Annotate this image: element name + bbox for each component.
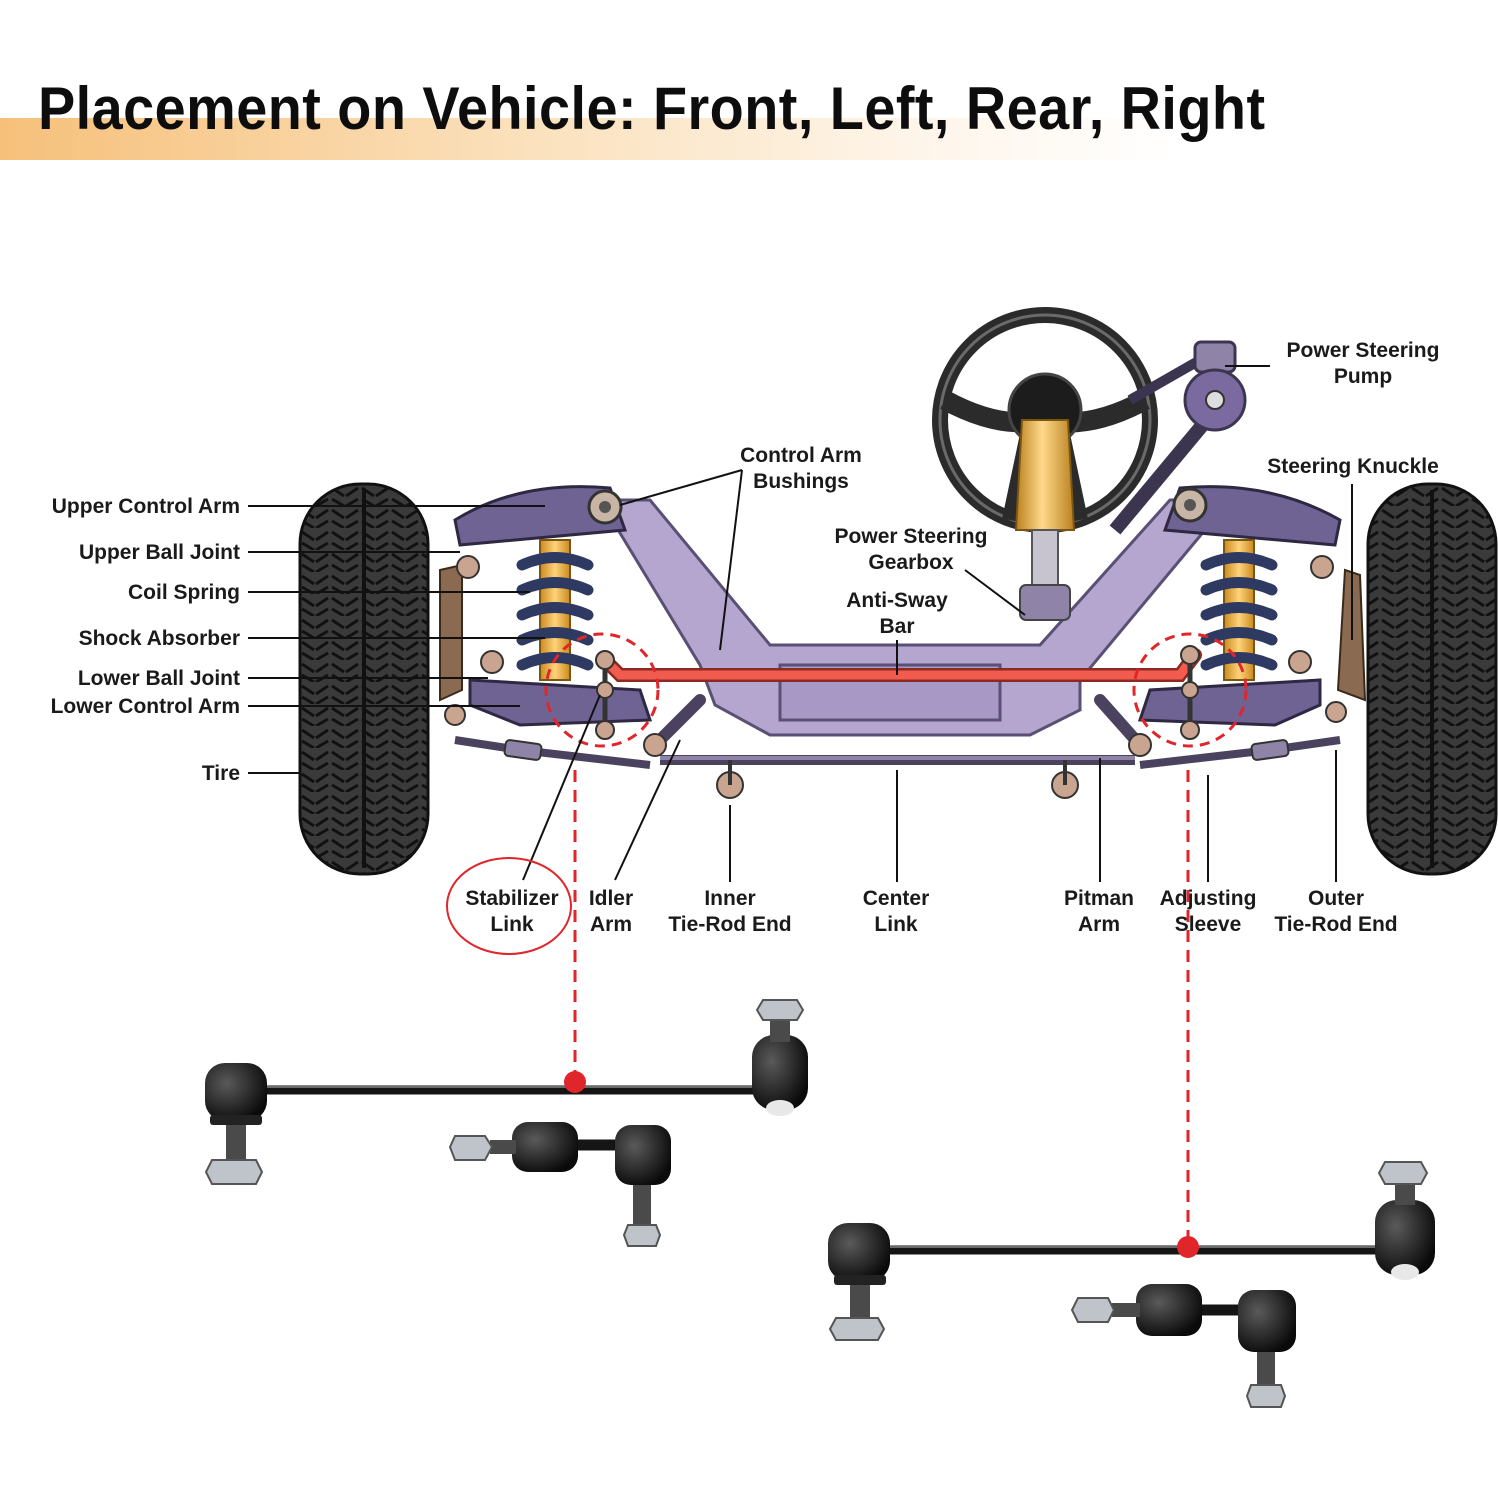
label-power-steering-pump-line1: Power Steering xyxy=(1287,339,1440,362)
long-stabilizer-link-product-left xyxy=(204,999,808,1185)
stabilizer-link-right xyxy=(1180,645,1200,740)
pitman-arm xyxy=(1094,694,1152,757)
adjusting-sleeve-right xyxy=(1250,739,1290,761)
label-stabilizer-link-line2: Link xyxy=(490,913,533,936)
right-coil-spring xyxy=(1200,552,1278,671)
label-inner-tie-rod-end-line1: Inner xyxy=(704,887,755,910)
inner-tie-rod-end-right xyxy=(1051,760,1079,799)
label-coil-spring: Coil Spring xyxy=(128,581,240,604)
label-lower-control-arm: Lower Control Arm xyxy=(51,695,240,718)
steering-column xyxy=(1014,419,1076,621)
page-title: Placement on Vehicle: Front, Left, Rear,… xyxy=(38,75,1266,142)
upper-control-arm-left xyxy=(453,485,628,547)
label-pitman-arm-line1: Pitman xyxy=(1064,887,1134,910)
label-power-steering-gearbox-line1: Power Steering xyxy=(835,525,988,548)
short-stabilizer-link-product-right xyxy=(1070,1284,1296,1408)
idler-arm xyxy=(643,694,706,757)
power-steering-pump xyxy=(1109,340,1247,535)
label-idler-arm-line2: Arm xyxy=(590,913,632,936)
label-upper-ball-joint: Upper Ball Joint xyxy=(79,541,240,564)
callout-pointers xyxy=(248,365,1353,882)
label-power-steering-gearbox-line2: Gearbox xyxy=(868,551,954,574)
outer-tie-rod-end-left xyxy=(444,704,466,726)
long-stabilizer-link-product-right xyxy=(828,1161,1435,1341)
label-center-link-line1: Center xyxy=(863,887,930,910)
stabilizer-link-label-circle xyxy=(446,857,572,955)
label-center-link-line2: Link xyxy=(874,913,917,936)
inner-tie-rod-end-left xyxy=(716,760,744,799)
left-coil-spring xyxy=(516,552,594,671)
highlight-circle-left xyxy=(544,632,660,748)
stabilizer-link-left xyxy=(595,650,615,740)
label-idler-arm-line1: Idler xyxy=(589,887,633,910)
highlight-circle-right xyxy=(1132,632,1248,748)
red-dot-right xyxy=(1177,1236,1199,1258)
right-tire xyxy=(1366,482,1498,876)
label-outer-tie-rod-end-line2: Tie-Rod End xyxy=(1274,913,1397,936)
left-steering-knuckle xyxy=(439,563,463,702)
label-stabilizer-link-line1: Stabilizer xyxy=(465,887,558,910)
label-inner-tie-rod-end-line2: Tie-Rod End xyxy=(668,913,791,936)
title-highlight-band xyxy=(0,118,1180,160)
label-anti-sway-bar-line1: Anti-Sway xyxy=(846,589,948,612)
label-upper-control-arm: Upper Control Arm xyxy=(52,495,240,518)
short-stabilizer-link-product-left xyxy=(448,1122,671,1247)
label-control-arm-bushings-line2: Bushings xyxy=(753,470,849,493)
label-adjusting-sleeve-line1: Adjusting xyxy=(1160,887,1257,910)
label-lower-ball-joint: Lower Ball Joint xyxy=(78,667,240,690)
label-tire: Tire xyxy=(202,762,240,785)
label-adjusting-sleeve-line2: Sleeve xyxy=(1175,913,1242,936)
label-steering-knuckle: Steering Knuckle xyxy=(1267,455,1439,478)
label-power-steering-pump-line2: Pump xyxy=(1334,365,1392,388)
outer-tie-rod-end-right xyxy=(1325,701,1347,723)
label-pitman-arm-line2: Arm xyxy=(1078,913,1120,936)
label-control-arm-bushings-line1: Control Arm xyxy=(740,444,862,467)
red-dot-left xyxy=(564,1071,586,1093)
label-anti-sway-bar-line2: Bar xyxy=(879,615,914,638)
label-outer-tie-rod-end-line1: Outer xyxy=(1308,887,1364,910)
label-shock-absorber: Shock Absorber xyxy=(79,627,240,650)
adjusting-sleeve-left xyxy=(503,739,543,761)
upper-control-arm-right xyxy=(1162,485,1342,547)
